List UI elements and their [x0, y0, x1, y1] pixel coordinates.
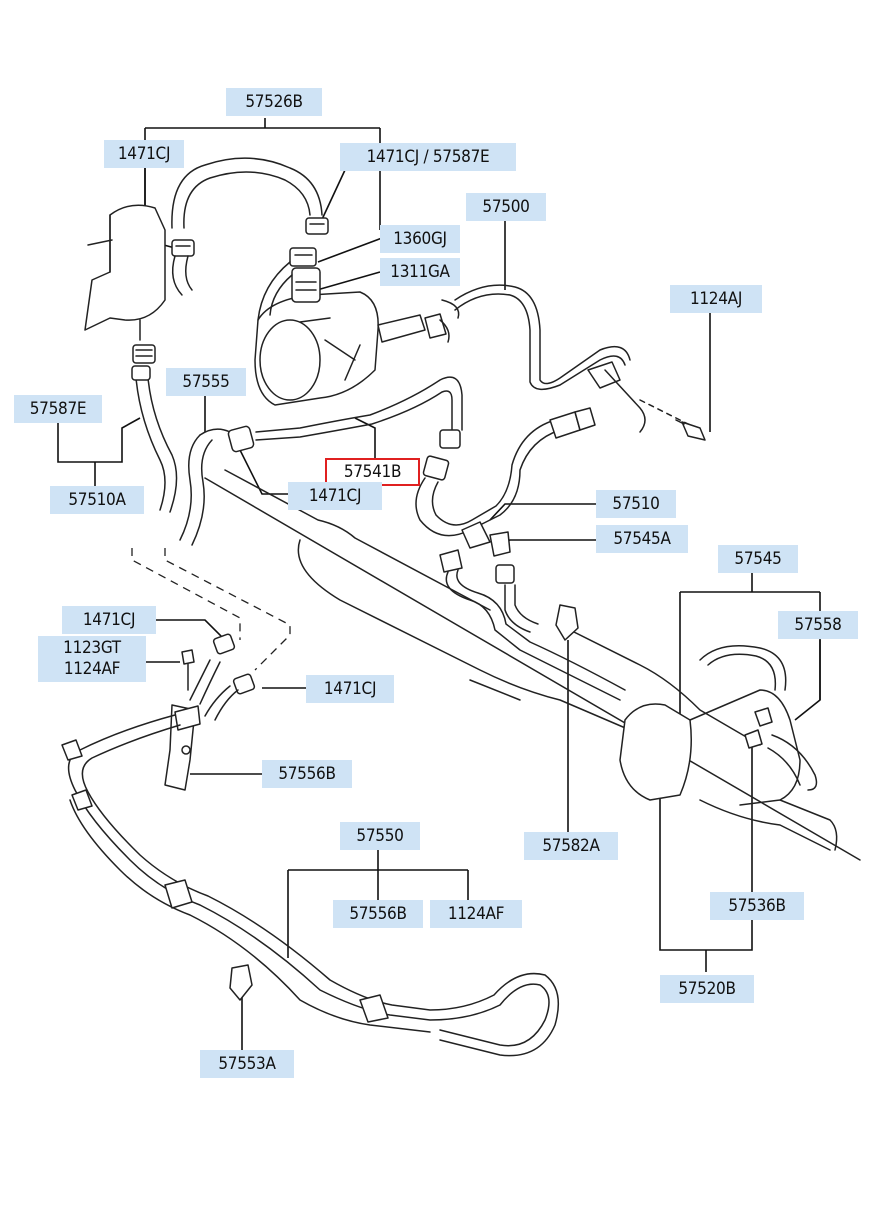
bolt-1124AJ: [639, 399, 706, 441]
hose-57526B: [171, 157, 329, 296]
clip-57553A: [229, 964, 253, 1001]
label-57587E[interactable]: 57587E: [14, 395, 102, 423]
label-57555[interactable]: 57555: [166, 368, 246, 396]
dashed-lines: [131, 548, 291, 671]
label-57541B-selected[interactable]: 57541B: [325, 458, 420, 486]
label-57545A[interactable]: 57545A: [596, 525, 688, 553]
label-1124AJ[interactable]: 1124AJ: [670, 285, 762, 313]
label-57582A[interactable]: 57582A: [524, 832, 618, 860]
label-1471CJ-top-left[interactable]: 1471CJ: [104, 140, 184, 168]
label-57510A[interactable]: 57510A: [50, 486, 144, 514]
bracket-57556B: [164, 704, 201, 791]
label-1124AF-lower[interactable]: 1124AF: [430, 900, 522, 928]
leader-lines: [57, 118, 821, 1050]
label-57500[interactable]: 57500: [466, 193, 546, 221]
hose-57555: [179, 428, 231, 546]
label-1471CJ-57587E[interactable]: 1471CJ / 57587E: [340, 143, 516, 171]
label-1360GJ[interactable]: 1360GJ: [380, 225, 460, 253]
clip-57582A: [555, 604, 579, 641]
pressure-hose-57500: [454, 284, 646, 433]
hose-57541B: [227, 376, 463, 481]
label-57556B-lower[interactable]: 57556B: [333, 900, 423, 928]
label-57520B[interactable]: 57520B: [660, 975, 754, 1003]
hose-57510A: [131, 365, 178, 513]
lines-57545: [439, 549, 626, 701]
label-57536B[interactable]: 57536B: [710, 892, 804, 920]
label-1471CJ-middle[interactable]: 1471CJ: [288, 482, 382, 510]
label-57556B-upper[interactable]: 57556B: [262, 760, 352, 788]
label-1311GA[interactable]: 1311GA: [380, 258, 460, 286]
label-1471CJ-lower-right[interactable]: 1471CJ: [306, 675, 394, 703]
label-57510[interactable]: 57510: [596, 490, 676, 518]
reservoir: [84, 204, 166, 364]
label-57545[interactable]: 57545: [718, 545, 798, 573]
label-57553A[interactable]: 57553A: [200, 1050, 294, 1078]
label-1124AF-upper: 1124AF: [63, 659, 121, 679]
power-steering-pump: [254, 247, 460, 406]
label-1471CJ-lower-left[interactable]: 1471CJ: [62, 606, 156, 634]
label-57558[interactable]: 57558: [778, 611, 858, 639]
label-1123GT-1124AF[interactable]: 1123GT 1124AF: [38, 636, 146, 682]
label-57550[interactable]: 57550: [340, 822, 420, 850]
hose-57510: [415, 407, 596, 557]
label-57526B[interactable]: 57526B: [226, 88, 322, 116]
steering-gear: [204, 469, 861, 861]
lower-fittings: [181, 633, 256, 721]
cooler-lines-57550: [61, 714, 560, 1057]
label-1123GT: 1123GT: [63, 638, 121, 658]
